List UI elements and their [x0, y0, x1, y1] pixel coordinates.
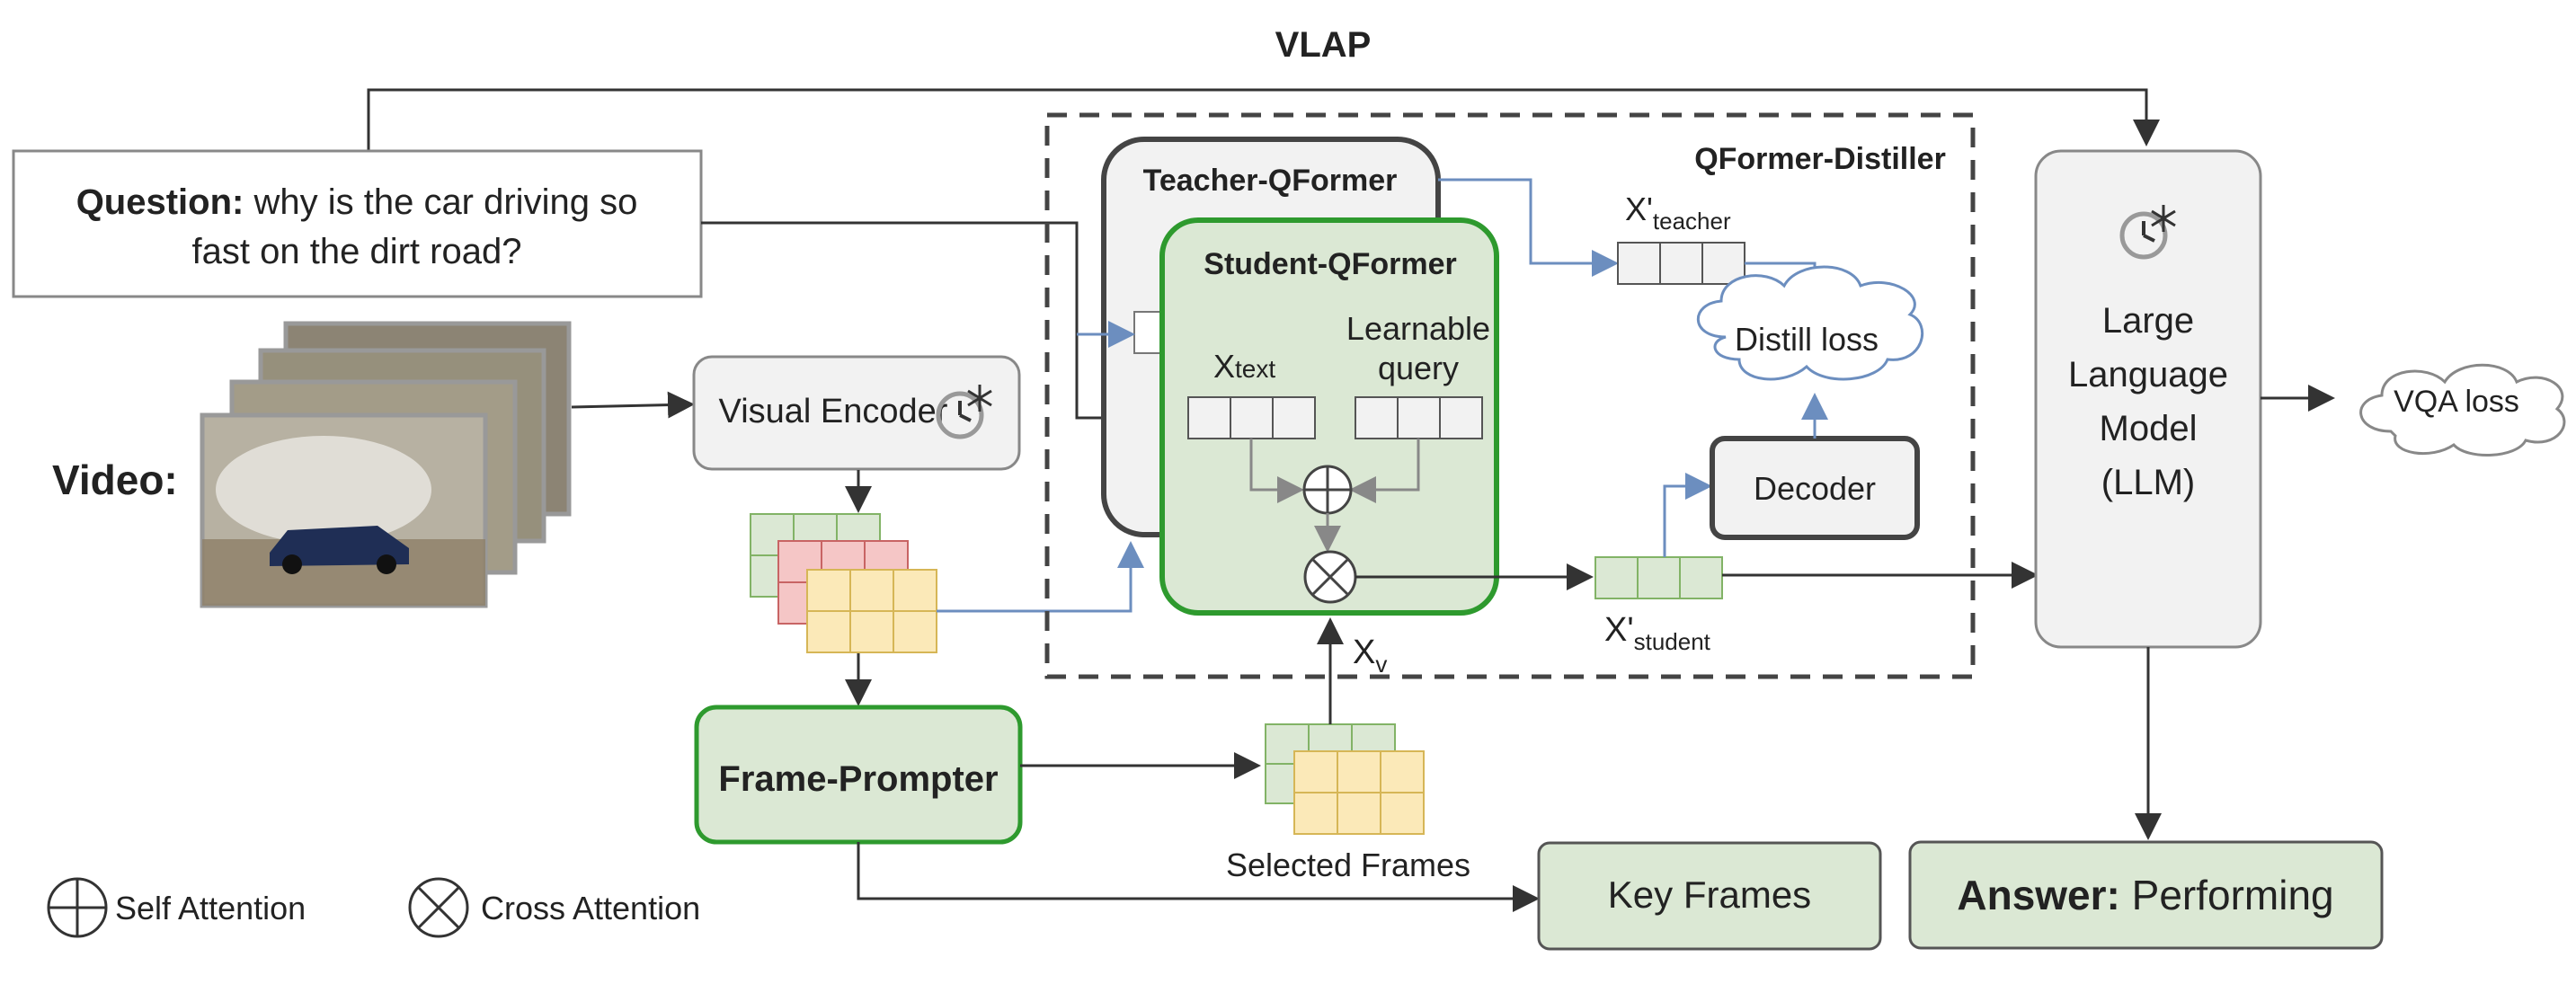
svg-text:Question: why is the car drivi: Question: why is the car driving so — [76, 182, 638, 222]
teacher-token — [1133, 311, 1162, 354]
teacher-qformer-label: Teacher-QFormer — [1143, 164, 1398, 198]
xv-subscript: v — [1375, 651, 1387, 678]
xteacher-tokens — [1617, 242, 1745, 285]
xstudent-tokens — [1594, 556, 1723, 599]
xv-label: X — [1353, 634, 1375, 671]
xtext-to-self-attention-arrow — [1249, 439, 1304, 503]
xteacher-subscript: teacher — [1653, 208, 1731, 235]
vqa-loss-cloud — [2359, 363, 2566, 457]
xtext-subscript: text — [1235, 355, 1275, 383]
answer-value: Performing — [2120, 872, 2334, 918]
distill-loss-label: Distill loss — [1735, 321, 1879, 358]
student-qformer-label: Student-QFormer — [1204, 247, 1456, 281]
decoder-label: Decoder — [1754, 470, 1876, 507]
key-frames-label: Key Frames — [1608, 873, 1811, 916]
video-to-encoder-arrow — [571, 391, 695, 419]
legend-cross-attention-icon — [408, 877, 469, 938]
selected-frames-grid — [1265, 723, 1425, 835]
qformer-distiller-label: QFormer-Distiller — [1694, 142, 1946, 176]
question-text-line2: fast on the dirt road? — [192, 232, 522, 271]
question-box — [12, 149, 703, 298]
learnable-query-line1: Learnable — [1346, 310, 1490, 347]
key-frames-box — [1537, 841, 1882, 951]
vlap-title: VLAP — [1275, 25, 1372, 65]
visual-encoder-label: Visual Encoder — [719, 393, 948, 430]
llm-line3: Model — [2100, 409, 2198, 448]
prompter-to-keyframes-arrow — [857, 842, 1540, 912]
features-to-teacher-arrow — [937, 541, 1144, 613]
student-qformer-box — [1159, 217, 1499, 616]
learnable-query-line2: query — [1378, 350, 1459, 386]
xtext-tokens — [1187, 396, 1316, 439]
xteacher-label: X' — [1625, 191, 1653, 227]
xstudent-subscript: student — [1634, 628, 1711, 655]
answer-box — [1908, 840, 2384, 950]
frame-features-grid — [750, 513, 937, 653]
learnable-query-tokens — [1355, 396, 1483, 439]
legend-self-attention-icon — [47, 877, 108, 938]
xtext-label: X — [1213, 348, 1235, 385]
self-attention-icon — [1302, 465, 1353, 515]
llm-box — [2034, 149, 2262, 649]
svg-text:Xv: Xv — [1353, 634, 1387, 678]
cross-attention-icon — [1303, 550, 1357, 604]
llm-line2: Language — [2068, 355, 2228, 394]
svg-text:X'teacher: X'teacher — [1625, 191, 1731, 235]
svg-text:Xtext: Xtext — [1213, 348, 1275, 385]
llm-line4: (LLM) — [2101, 463, 2195, 502]
video-label: Video: — [52, 457, 178, 503]
video-frames — [200, 321, 572, 608]
svg-text:Answer: Performing: Answer: Performing — [1957, 872, 2333, 918]
llm-line1: Large — [2102, 301, 2194, 341]
xstudent-to-decoder-arrow — [1663, 473, 1712, 557]
selected-frames-label: Selected Frames — [1226, 847, 1470, 883]
frame-prompter-label: Frame-Prompter — [718, 759, 998, 799]
question-to-llm-arrow — [367, 88, 2160, 151]
svg-text:X'student: X'student — [1604, 611, 1711, 655]
query-to-self-attention-arrow — [1349, 439, 1420, 503]
question-label: Question: — [76, 182, 244, 222]
teacher-to-xteacher-arrow — [1438, 178, 1619, 277]
xstudent-label: X' — [1604, 611, 1634, 649]
qformer-distiller-box — [1044, 112, 1976, 679]
distill-loss-cloud — [1696, 265, 1924, 381]
vqa-loss-label: VQA loss — [2394, 385, 2519, 419]
visual-encoder-box — [692, 355, 1021, 471]
answer-label: Answer: — [1957, 872, 2119, 918]
legend-self-attention-label: Self Attention — [115, 890, 306, 926]
question-text-line1: why is the car driving so — [244, 182, 637, 222]
legend-cross-attention-label: Cross Attention — [481, 890, 700, 926]
